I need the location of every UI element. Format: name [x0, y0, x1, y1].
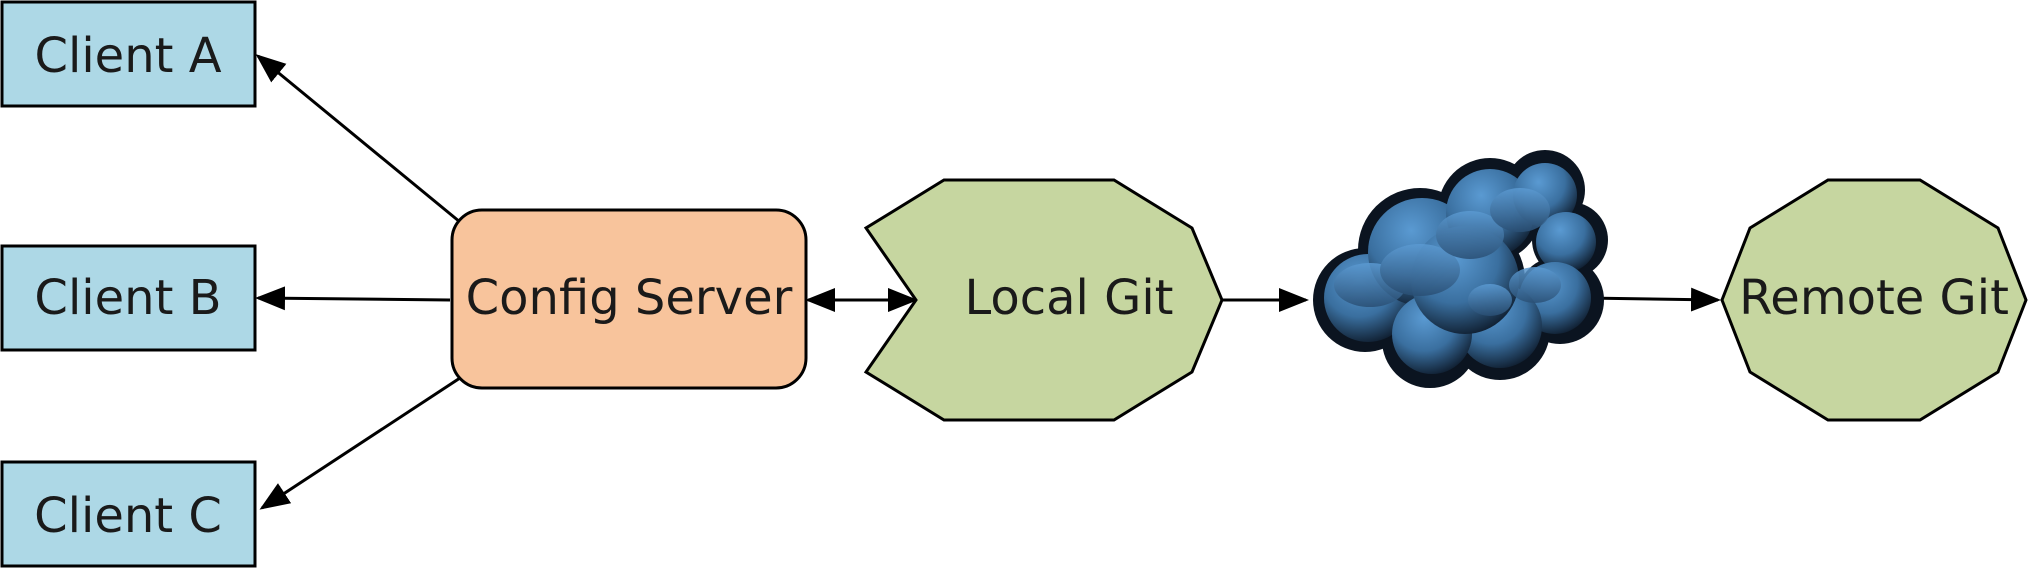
client-c-node: Client C [0, 460, 257, 568]
remote-git-label: Remote Git [1739, 270, 2009, 326]
edge-config-server-to-client-c [259, 376, 461, 510]
config-server-node: Config Server [450, 208, 808, 390]
client-b-node: Client B [0, 244, 257, 352]
client-c-box [0, 460, 257, 568]
client-c-label: Client C [34, 488, 222, 544]
client-a-node: Client A [0, 0, 257, 108]
client-a-box [0, 0, 257, 108]
local-git-node: Local Git [863, 178, 1224, 422]
local-git-label: Local Git [964, 270, 1173, 326]
client-b-label: Client B [34, 270, 221, 326]
client-a-label: Client A [34, 28, 221, 84]
config-server-label: Config Server [466, 270, 793, 326]
edge-config-server-to-client-a [255, 54, 461, 224]
remote-git-octagon [1720, 178, 2028, 422]
remote-git-node: Remote Git [1720, 178, 2028, 422]
config-server-box [450, 208, 808, 390]
cloud-icon [1313, 150, 1608, 388]
edge-config-server-to-client-b [255, 286, 451, 311]
client-b-box [0, 244, 257, 352]
local-git-octagon [863, 178, 1224, 422]
edges [255, 54, 1721, 510]
edge-cloud-to-remote-git [1584, 287, 1721, 312]
